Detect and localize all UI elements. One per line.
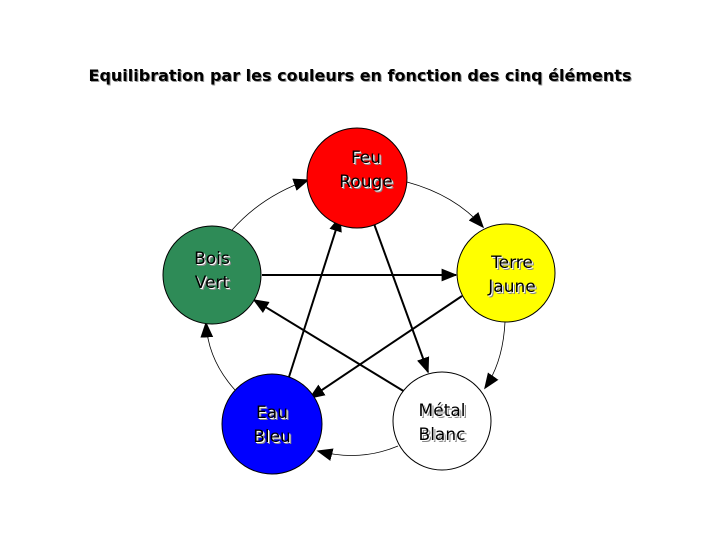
arrow-metal-bois <box>252 299 411 396</box>
diagram-title: Equilibration par les couleurs en foncti… <box>88 66 632 85</box>
node-eau-circle <box>221 373 323 475</box>
element-name: Métal <box>418 401 466 421</box>
color-name: Bleu <box>253 427 291 447</box>
color-name: Jaune <box>488 277 536 297</box>
arrow-feu-metal <box>372 220 430 374</box>
node-metal-circle <box>392 371 492 471</box>
element-name: Eau <box>256 403 288 423</box>
color-name: Vert <box>194 273 230 293</box>
node-feu-circle <box>306 127 408 229</box>
element-name: Terre <box>491 253 533 273</box>
node-bois-circle <box>162 225 262 325</box>
arrow-feu-terre <box>406 181 485 229</box>
color-name: Rouge <box>339 172 393 192</box>
arrow-terre-eau <box>308 295 463 399</box>
arrow-eau-bois <box>200 321 236 391</box>
arrow-bois-feu <box>231 178 310 231</box>
arrow-metal-eau <box>316 445 399 461</box>
node-terre-circle <box>456 223 556 323</box>
arrow-terre-metal <box>484 321 506 390</box>
element-name: Feu <box>350 148 382 168</box>
element-name: Bois <box>194 249 230 269</box>
color-name: Blanc <box>418 425 466 445</box>
arrow-eau-feu <box>287 215 342 381</box>
